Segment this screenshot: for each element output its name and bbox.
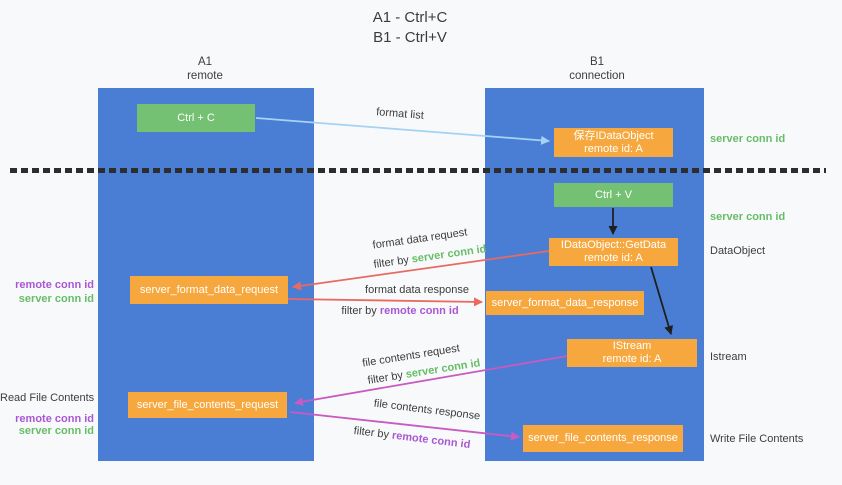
- node-save-line2: remote id: A: [584, 142, 643, 155]
- node-ctrl-v-label: Ctrl + V: [595, 188, 632, 201]
- title-line-1: A1 - Ctrl+C: [372, 9, 448, 26]
- label-server-conn-id-bottom-left: server conn id: [18, 425, 94, 437]
- node-server-format-data-request: server_format_data_request: [130, 276, 288, 304]
- filter-by-text: filter by: [366, 368, 407, 387]
- edge-label-format-data-response-filter: filter by remote conn id: [341, 305, 458, 317]
- lane-header-b1: B1 connection: [537, 55, 657, 83]
- lane-b1-role: connection: [569, 70, 625, 82]
- label-server-conn-id-top-right: server conn id: [710, 133, 786, 145]
- edge-label-file-contents-response: file contents response: [373, 397, 481, 423]
- dotted-separator-line: [10, 168, 826, 173]
- node-server-file-contents-response: server_file_contents_response: [523, 425, 683, 452]
- arrow-format-data-response: [287, 297, 483, 307]
- lane-a1-name: A1: [197, 56, 213, 68]
- title-line-2: B1 - Ctrl+V: [373, 29, 447, 46]
- node-ctrl-c: Ctrl + C: [137, 104, 255, 132]
- lane-a1-role: remote: [187, 70, 223, 82]
- node-fileresp-label: server_file_contents_response: [528, 432, 678, 444]
- label-remote-conn-id-bottom-left: remote conn id: [15, 413, 94, 425]
- node-fmtresp-label: server_format_data_response: [491, 296, 639, 309]
- label-server-conn-id-top-left: server conn id: [18, 293, 94, 305]
- filter-by-text: filter by: [372, 253, 413, 271]
- edge-label-format-list: format list: [375, 106, 425, 122]
- server-conn-id-key: server conn id: [410, 243, 488, 266]
- label-istream: Istream: [710, 351, 747, 363]
- node-server-format-data-response: server_format_data_response: [486, 291, 644, 315]
- edge-label-format-data-response: format data response: [365, 284, 469, 296]
- filter-by-text: filter by: [353, 424, 393, 442]
- edge-label-file-contents-response-filter: filter by remote conn id: [353, 425, 471, 451]
- node-istream-line2: remote id: A: [602, 353, 662, 365]
- node-save-idataobject: 保存IDataObject remote id: A: [554, 128, 673, 157]
- lane-header-a1: A1 remote: [145, 55, 265, 83]
- node-filereq-label: server_file_contents_request: [136, 398, 279, 411]
- node-getdata-line2: remote id: A: [584, 252, 643, 264]
- label-read-file-contents: Read File Contents: [0, 392, 95, 404]
- label-write-file-contents: Write File Contents: [710, 433, 804, 445]
- remote-conn-id-key: remote conn id: [379, 305, 459, 317]
- filter-by-text: filter by: [341, 305, 380, 317]
- lane-b1-name: B1: [589, 56, 605, 68]
- node-ctrl-c-label: Ctrl + C: [177, 111, 215, 124]
- label-server-conn-id-mid-right: server conn id: [710, 211, 786, 223]
- node-getdata-line1: IDataObject::GetData: [560, 239, 667, 251]
- diagram-title: A1 - Ctrl+C B1 - Ctrl+V: [0, 8, 820, 48]
- node-istream-line1: IStream: [612, 340, 652, 352]
- label-remote-conn-id-top-left: remote conn id: [15, 279, 94, 291]
- label-dataobject: DataObject: [710, 245, 766, 257]
- remote-conn-id-key: remote conn id: [391, 429, 471, 452]
- node-idataobject-getdata: IDataObject::GetData remote id: A: [549, 238, 678, 266]
- node-ctrl-v: Ctrl + V: [554, 183, 673, 207]
- node-save-line1: 保存IDataObject: [573, 129, 654, 142]
- node-istream: IStream remote id: A: [567, 339, 697, 367]
- node-server-file-contents-request: server_file_contents_request: [128, 392, 287, 418]
- node-fmtreq-label: server_format_data_request: [139, 283, 279, 296]
